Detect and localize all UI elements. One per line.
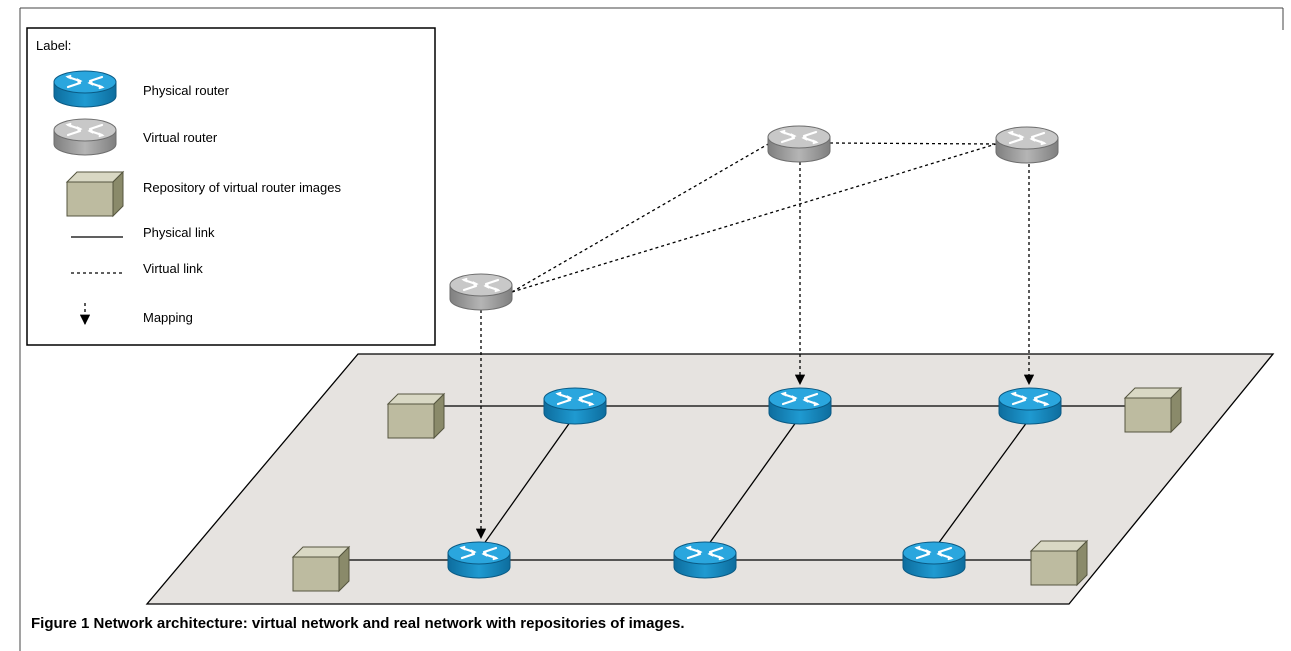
physical-router-icon — [767, 386, 833, 426]
legend-physical-router-icon — [52, 69, 118, 109]
repository-cube-icon — [292, 546, 350, 592]
legend-repository-label: Repository of virtual router images — [143, 180, 341, 195]
virtual-router-icon — [994, 125, 1060, 165]
physical-router-icon — [446, 540, 512, 580]
legend-repository-cube-icon — [66, 171, 124, 217]
physical-link — [934, 417, 1031, 549]
physical-router-icon — [901, 540, 967, 580]
legend-physical-link-label: Physical link — [143, 225, 215, 240]
legend-virtual-router-label: Virtual router — [143, 130, 218, 145]
legend-virtual-router-icon — [52, 117, 118, 157]
virtual-link — [829, 142, 997, 145]
virtual-router-icon — [448, 272, 514, 312]
physical-router-icon — [997, 386, 1063, 426]
virtual-links — [511, 142, 997, 293]
mapping-arrows — [475, 162, 1035, 540]
legend: Label: Physical router Virtual router Re… — [26, 27, 436, 346]
physical-link — [705, 417, 800, 549]
virtual-link — [511, 142, 771, 293]
legend-physical-router-label: Physical router — [143, 83, 230, 98]
repository-cube-icon — [387, 393, 445, 439]
physical-links — [346, 405, 1125, 561]
legend-virtual-link-label: Virtual link — [143, 261, 203, 276]
repository-cube-icon — [1124, 387, 1182, 433]
figure-caption: Figure 1 Network architecture: virtual n… — [31, 615, 685, 632]
virtual-router-icon — [766, 124, 832, 164]
virtual-link — [511, 143, 997, 293]
legend-title: Label: — [36, 38, 71, 53]
physical-link — [480, 417, 574, 549]
physical-router-icon — [542, 386, 608, 426]
legend-mapping-label: Mapping — [143, 310, 193, 325]
repository-cube-icon — [1030, 540, 1088, 586]
physical-router-icon — [672, 540, 738, 580]
